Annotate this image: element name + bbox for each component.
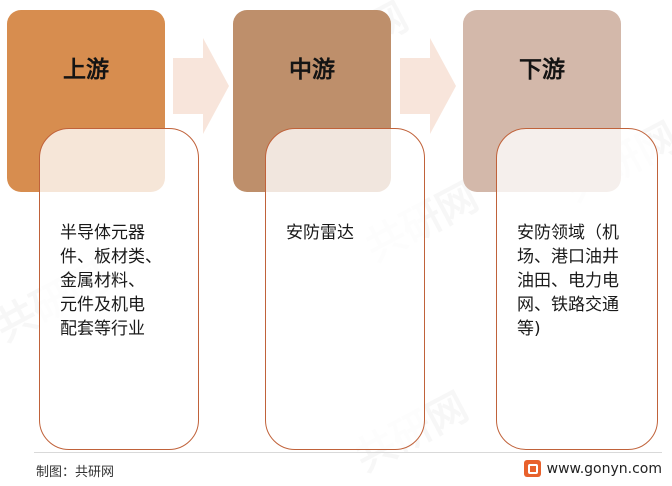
- description-text: 安防领域（机 场、港口油井 油田、电力电 网、铁路交通 等): [517, 223, 619, 339]
- stage-title: 下游: [519, 57, 565, 83]
- stage-title: 上游: [63, 57, 109, 83]
- source-label: 制图：共研网: [36, 465, 115, 480]
- arrow-right-icon: [173, 38, 229, 134]
- description-box-upstream: 半导体元器 件、板材类、 金属材料、 元件及机电 配套等行业: [39, 128, 199, 450]
- logo-icon: [523, 460, 541, 477]
- description-text: 安防雷达: [286, 223, 354, 243]
- description-box-midstream: 安防雷达: [265, 128, 425, 450]
- description-text: 半导体元器 件、板材类、 金属材料、 元件及机电 配套等行业: [60, 223, 162, 339]
- website-credit: www.gonyn.com: [523, 460, 662, 477]
- stage-title: 中游: [289, 57, 335, 83]
- footer-divider: [34, 452, 662, 453]
- website-text: www.gonyn.com: [546, 460, 662, 477]
- arrow-right-icon: [400, 38, 456, 134]
- description-box-downstream: 安防领域（机 场、港口油井 油田、电力电 网、铁路交通 等): [496, 128, 658, 450]
